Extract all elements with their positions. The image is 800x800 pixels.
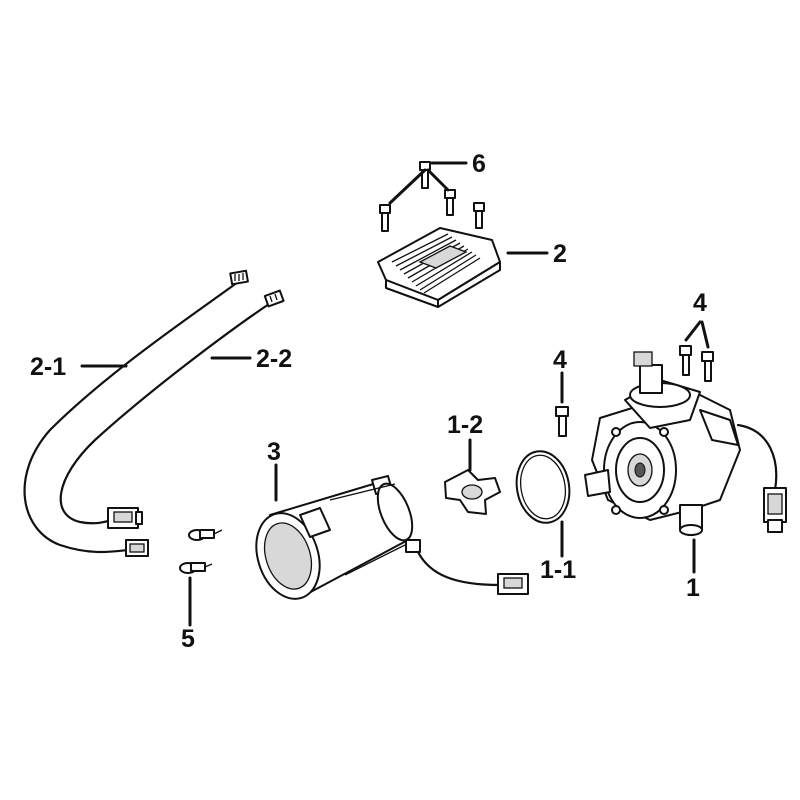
label-1-2: 1-2 <box>447 411 483 439</box>
screw-5-b <box>179 562 213 574</box>
o-ring <box>515 450 571 524</box>
steering-gearbox <box>584 351 787 536</box>
label-1-1: 1-1 <box>540 556 576 584</box>
motor-screws <box>179 529 223 574</box>
wire-harness-2-1 <box>23 269 249 557</box>
output-shaft <box>679 504 703 536</box>
label-6: 6 <box>472 150 486 178</box>
bolt-6-d <box>379 204 391 232</box>
leader-4b-right <box>700 320 710 349</box>
label-1: 1 <box>686 574 700 602</box>
harness-2-2-bottom-connector <box>107 507 143 529</box>
harness-2-1-bottom-connector <box>125 539 149 557</box>
motor-terminal <box>405 539 421 553</box>
gearbox-mount-holes <box>611 427 669 515</box>
bolt-6-c <box>473 202 485 229</box>
motor-connector <box>497 573 529 595</box>
bolt-4-c <box>701 351 714 382</box>
input-shaft <box>633 351 663 394</box>
label-3: 3 <box>267 438 281 466</box>
label-4-right: 4 <box>693 289 707 317</box>
callout-labels: 6 2 2-1 2-2 3 5 1-2 1-1 1 4 4 <box>30 150 707 653</box>
label-2-2: 2-2 <box>256 345 292 373</box>
leader-6-a <box>388 168 427 205</box>
label-5: 5 <box>181 625 195 653</box>
leader-4b-left <box>684 320 702 342</box>
leader-lines <box>80 161 710 627</box>
label-4-left: 4 <box>553 346 567 374</box>
wire-harness-2-2 <box>59 289 285 529</box>
label-2-1: 2-1 <box>30 353 66 381</box>
electric-motor <box>255 475 529 600</box>
label-2: 2 <box>553 240 567 268</box>
bolt-6-b <box>444 189 456 216</box>
gearbox-bolts <box>555 345 714 437</box>
harness-2-1-top-connector <box>229 269 249 286</box>
bolt-4-b <box>679 345 692 376</box>
screw-5-a <box>188 529 223 541</box>
coupling-spider <box>444 469 501 515</box>
leader-6-b <box>426 168 450 192</box>
harness-2-2-top-connector <box>263 289 285 308</box>
bolt-4-a <box>555 406 569 437</box>
gearbox-sensor-connector <box>763 487 787 533</box>
control-module-bolts <box>379 161 485 232</box>
control-module <box>377 227 501 308</box>
